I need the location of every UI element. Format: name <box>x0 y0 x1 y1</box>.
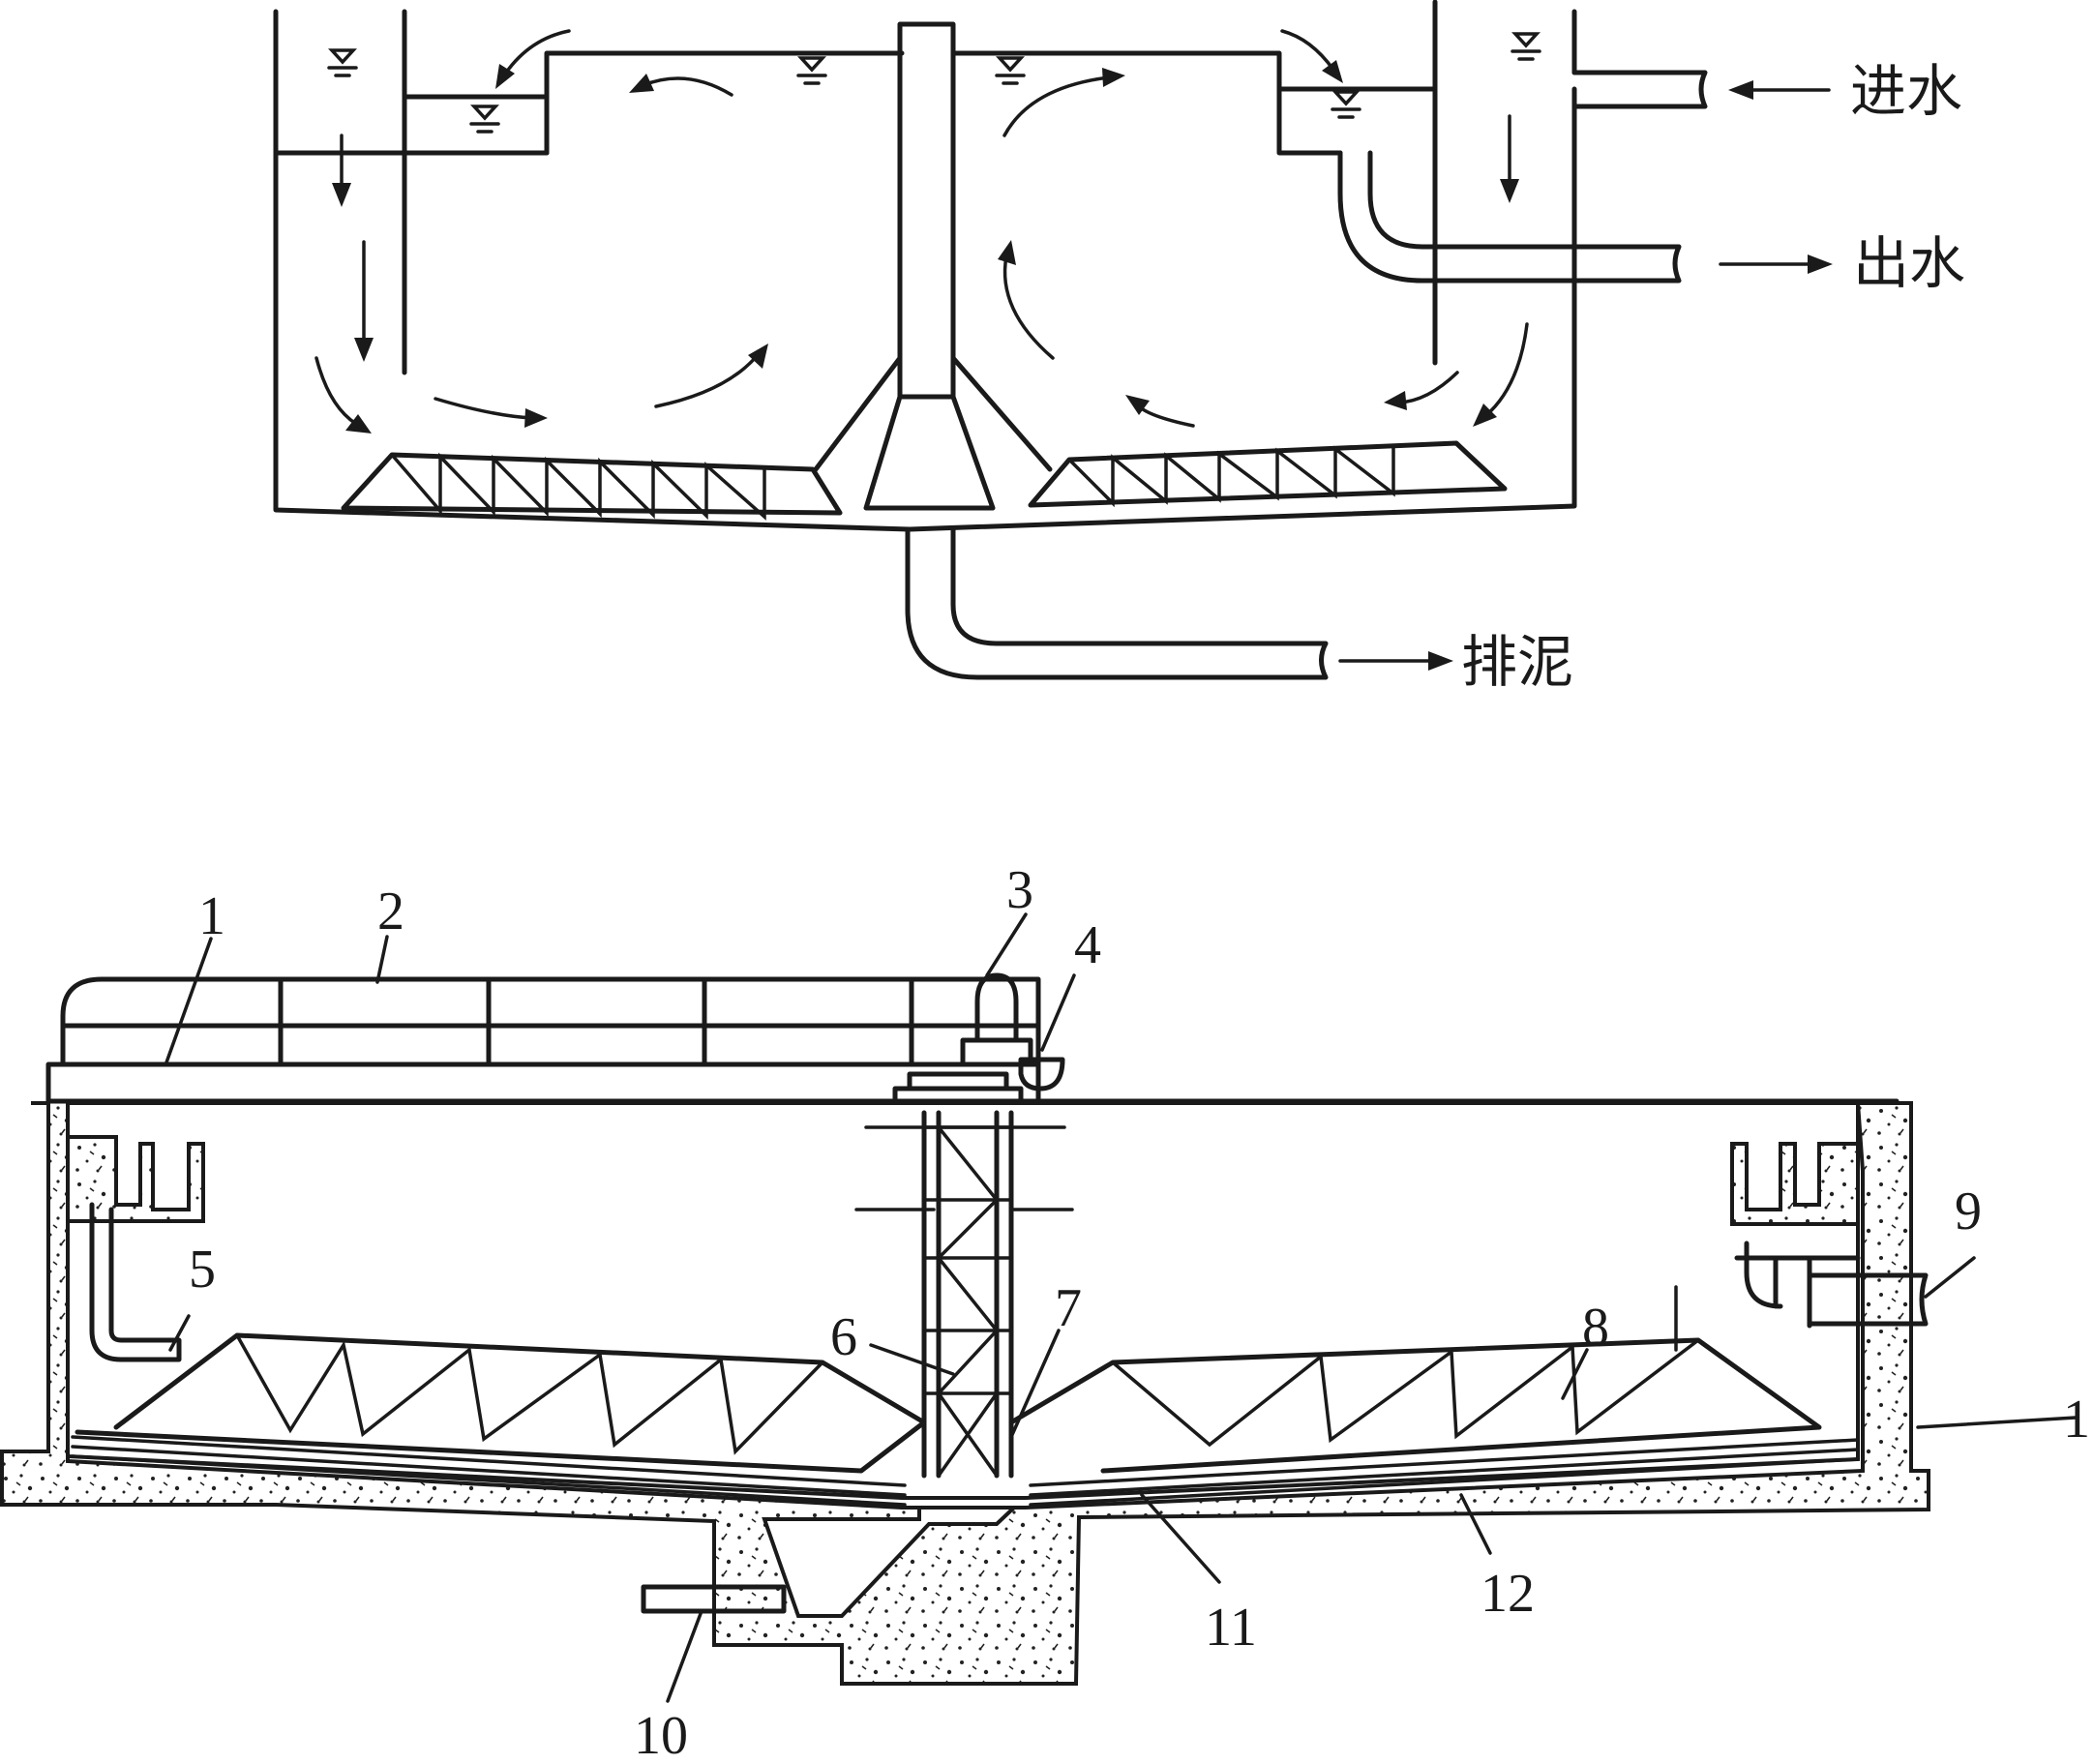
drive-motor <box>1018 1057 1065 1091</box>
sludge-outlet-pipe <box>641 1584 787 1614</box>
right-trough <box>1276 86 1438 156</box>
part-number: 7 <box>1055 1278 1082 1338</box>
part-number: 4 <box>1074 915 1101 975</box>
inlet-pipe <box>1571 70 1708 109</box>
part-number: 1 <box>198 886 225 946</box>
scraper-arm-left <box>71 1332 927 1507</box>
outlet-label: 出水 <box>1853 230 1965 296</box>
drive-unit <box>892 972 1033 1104</box>
part-number: 10 <box>634 1706 688 1764</box>
concrete-structure <box>0 1099 1930 1686</box>
sludge-pipe <box>905 526 1329 680</box>
flow-schematic: 进水 出水 排泥 <box>273 0 1965 695</box>
scraper-truss-left <box>341 452 843 521</box>
scraper-truss-right <box>1028 440 1508 508</box>
part-number: 9 <box>1955 1181 1982 1241</box>
water-level-symbols <box>327 32 1541 134</box>
part-number: 3 <box>1006 860 1033 920</box>
top-water-line <box>544 50 1282 156</box>
sludge-label: 排泥 <box>1461 629 1573 695</box>
part-number: 8 <box>1582 1298 1609 1358</box>
left-trough <box>273 94 550 156</box>
outlet-pipe <box>1337 150 1682 284</box>
part-number: 2 <box>377 882 404 942</box>
section-drawing: 1 2 3 4 5 6 7 8 9 1 10 11 12 <box>0 860 2090 1764</box>
central-column <box>921 1110 1014 1479</box>
part-number: 12 <box>1481 1564 1535 1624</box>
scraper-arm-right <box>1008 1285 1860 1507</box>
bridge-deck <box>45 1061 1041 1104</box>
part-number: 1 <box>2063 1390 2090 1450</box>
sludge-hopper <box>762 1506 1020 1618</box>
center-brace <box>813 355 1053 472</box>
leader-lines <box>165 912 2078 1703</box>
handrail <box>60 976 1041 1067</box>
center-column <box>863 21 996 511</box>
part-number: 5 <box>189 1240 216 1300</box>
part-number: 11 <box>1205 1598 1257 1658</box>
right-weir-trough <box>1730 1142 1929 1329</box>
inlet-label: 进水 <box>1850 58 1962 124</box>
label-arrows <box>1338 80 1833 671</box>
part-number: 6 <box>830 1307 857 1367</box>
left-weir-trough <box>66 1135 205 1362</box>
flow-arrows <box>314 29 1529 434</box>
